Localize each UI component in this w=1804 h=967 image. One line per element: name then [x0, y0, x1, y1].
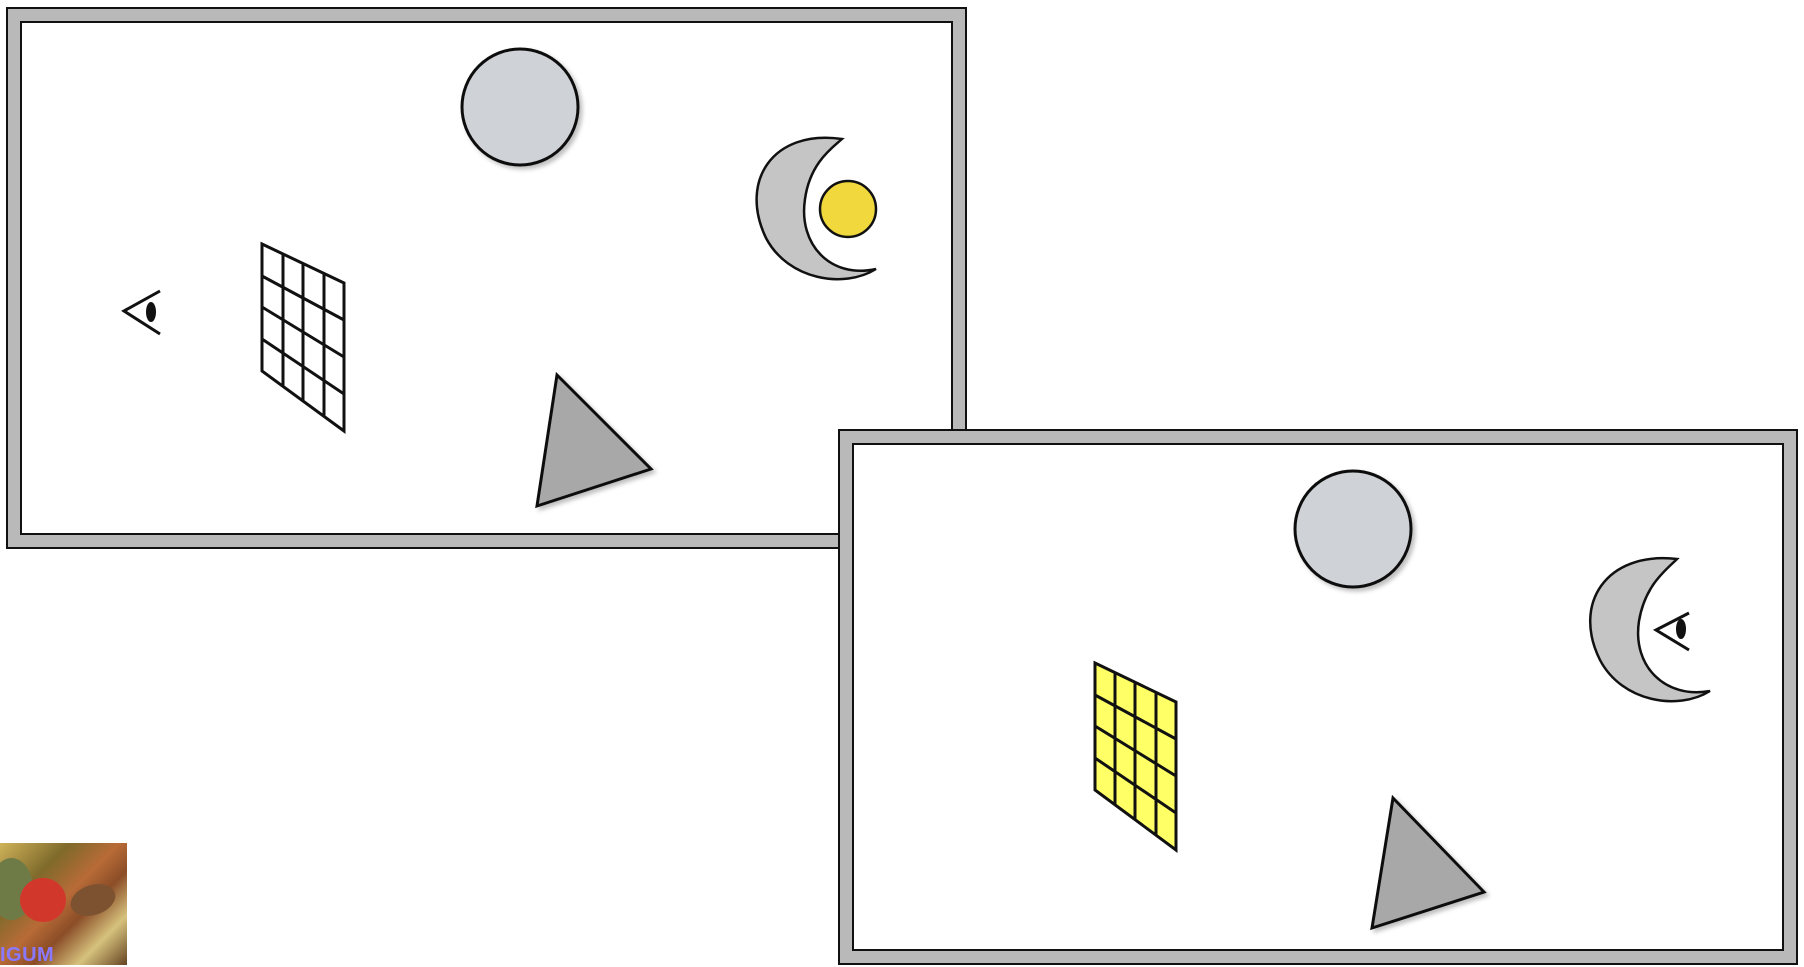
yellow-sun-circle: [820, 181, 876, 237]
top-scene-drawing: [8, 9, 969, 551]
yellow-grid-screen: [1095, 663, 1176, 850]
triangle: [1372, 798, 1484, 928]
triangle: [537, 375, 651, 506]
gray-circle: [462, 49, 578, 165]
logo-character-brown: [66, 879, 119, 922]
bottom-scene-panel: [838, 429, 1798, 965]
logo-text: IGUM: [0, 944, 54, 965]
eye-icon: [124, 291, 160, 334]
eye-icon: [1656, 613, 1689, 650]
bottom-scene-drawing: [840, 431, 1800, 967]
logo-character-red: [20, 878, 66, 922]
grid-screen: [262, 244, 344, 431]
gray-circle: [1295, 471, 1411, 587]
top-scene-panel: [6, 7, 967, 549]
brand-logo: IGUM: [0, 843, 127, 965]
crescent-moon: [1590, 558, 1710, 701]
